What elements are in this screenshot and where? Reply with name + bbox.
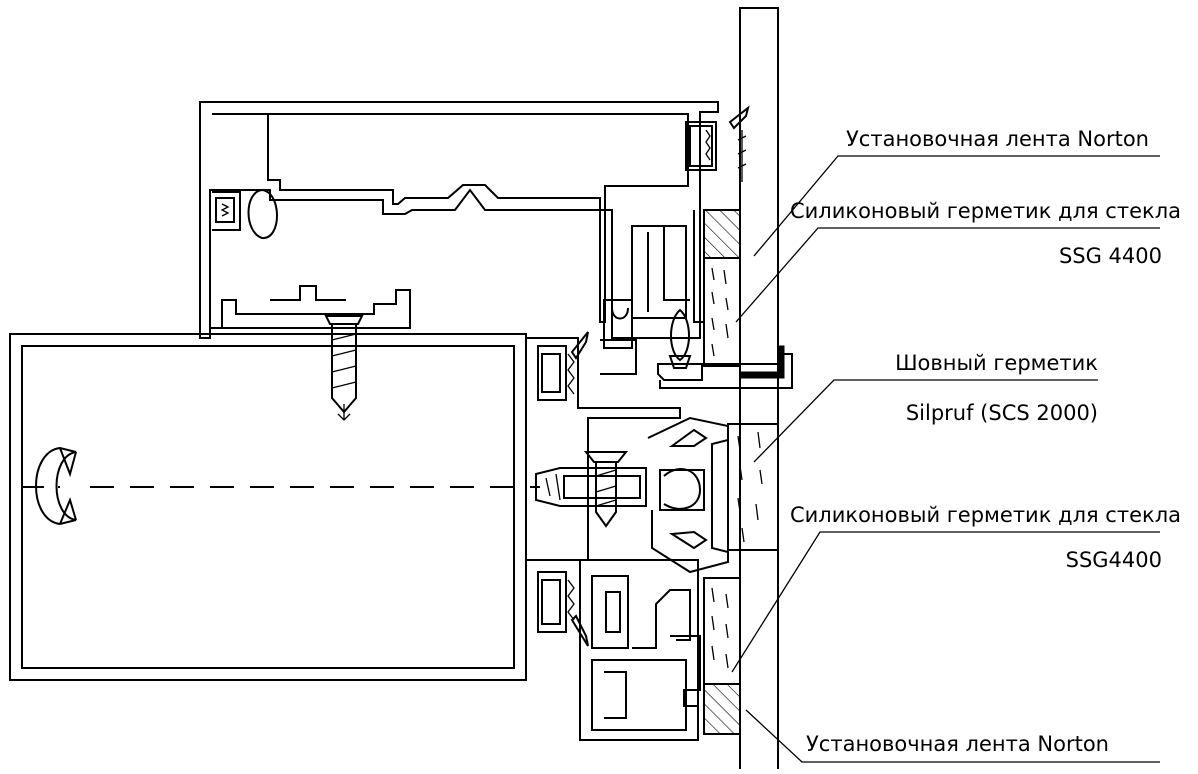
callouts: Установочная лента Norton Силиконовый ге… <box>790 127 1181 756</box>
transom-screw <box>324 315 364 421</box>
label-norton-bottom: Установочная лента Norton <box>806 732 1109 756</box>
mullion-connector <box>526 331 681 647</box>
joint-sealant <box>727 423 779 551</box>
mullion-profile <box>9 333 540 681</box>
label-joint-2: Silpruf (SCS 2000) <box>906 401 1098 425</box>
upper-setting-block <box>659 345 793 389</box>
upper-setting-tape <box>703 209 741 259</box>
lower-transom-profile <box>579 559 701 741</box>
label-sealant-bottom-1: Силиконовый герметик для стекла <box>790 503 1181 527</box>
upper-structural-sealant <box>703 257 741 367</box>
label-joint-1: Шовный герметик <box>895 351 1098 375</box>
anchor-dowel <box>535 451 647 528</box>
lower-setting-tape <box>703 683 741 735</box>
label-sealant-top-2: SSG 4400 <box>1059 244 1162 268</box>
leader-lines <box>731 155 1160 763</box>
upper-transom-profile <box>199 101 750 381</box>
middle-glazing-adaptor <box>647 416 729 574</box>
label-sealant-bottom-2: SSG4400 <box>1066 548 1162 572</box>
label-sealant-top-1: Силиконовый герметик для стекла <box>790 199 1181 223</box>
label-norton-top: Установочная лента Norton <box>846 127 1149 151</box>
